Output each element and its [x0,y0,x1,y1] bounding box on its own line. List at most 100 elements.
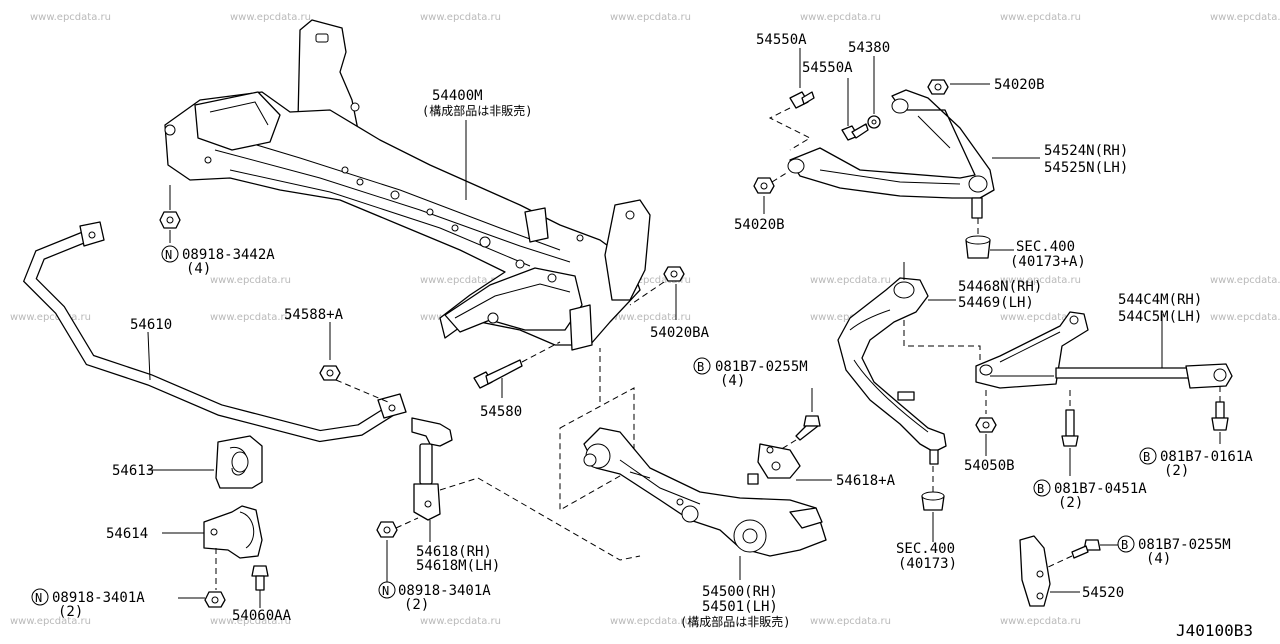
watermark: www.epcdata.ru [800,12,881,23]
suspension-member-54400M [164,19,651,351]
nut-icon [927,79,949,95]
watermark: www.epcdata.ru [610,275,691,286]
label-sec400-bot: SEC.400 [896,541,955,557]
label-54020B-left: 54020B [734,217,785,233]
watermark: www.epcdata.ru [1210,312,1280,323]
bolt-icon [795,415,821,441]
watermark: www.epcdata.ru [810,616,891,627]
ball-joint-boot [965,235,991,259]
label-54380: 54380 [848,40,890,56]
bolt-icon [251,565,269,591]
label-08918-3401A-left-qty: (2) [58,604,83,620]
watermark: www.epcdata.ru [210,312,291,323]
nut-icon [204,591,226,608]
label-54550A-2: 54550A [802,60,853,76]
watermark: www.epcdata.ru [1000,12,1081,23]
watermark: www.epcdata.ru [10,616,91,627]
tension-rod-544C4M [975,311,1233,389]
label-081B7-0451A: 081B7-0451A [1054,481,1147,497]
label-081B7-0255M-bot: 081B7-0255M [1138,537,1231,553]
ball-joint-boot [921,491,945,511]
bolt-icon [1061,409,1079,447]
watermark: www.epcdata.ru [10,312,91,323]
label-54580: 54580 [480,404,522,420]
nut-icon [159,185,181,229]
watermark: www.epcdata.ru [1210,275,1280,286]
watermark: www.epcdata.ru [210,616,291,627]
label-54050B: 54050B [964,458,1015,474]
bolt-symbol: B [697,360,704,374]
label-54500-rh: 54500(RH) [702,584,778,600]
watermark: www.epcdata.ru [420,12,501,23]
label-54588A: 54588+A [284,307,344,323]
bolt-symbol-icon [1117,535,1135,553]
upper-arm-54524N [787,89,995,219]
label-08918-3442A-qty: (4) [186,261,211,277]
nut-icon [663,266,685,282]
bolt-symbol: B [1121,538,1128,552]
label-54468N-rh: 54468N(RH) [958,279,1042,295]
nut-icon [319,365,341,381]
bolt-symbol: B [1037,482,1044,496]
label-081B7-0451A-qty: (2) [1058,495,1083,511]
lower-arm-54500 [583,427,827,557]
label-081B7-0255M-bot-qty: (4) [1146,551,1171,567]
label-544C5M-lh: 544C5M(LH) [1118,309,1202,325]
label-54618M-lh: 54618M(LH) [416,558,500,574]
watermark: www.epcdata.ru [610,312,691,323]
label-544C4M-rh: 544C4M(RH) [1118,292,1202,308]
label-54618A: 54618+A [836,473,896,489]
label-081B7-0161A-qty: (2) [1164,463,1189,479]
label-54524N-rh: 54524N(RH) [1044,143,1128,159]
label-54550A-1: 54550A [756,32,807,48]
label-08918-3401A-mid: 08918-3401A [398,583,491,599]
watermark: www.epcdata.ru [230,12,311,23]
watermark: www.epcdata.ru [610,616,691,627]
stabilizer-link-54618 [411,417,453,521]
label-54501-lh: 54501(LH) [702,599,778,615]
label-081B7-0255M-top-qty: (4) [720,373,745,389]
label-54469-lh: 54469(LH) [958,295,1034,311]
label-54020B-top: 54020B [994,77,1045,93]
watermark: www.epcdata.ru [1000,616,1081,627]
nut-symbol: N [382,584,389,598]
bolt-symbol-icon [1033,479,1051,497]
nut-symbol: N [35,591,42,605]
watermark: www.epcdata.ru [1000,275,1081,286]
label-08918-3401A-left: 08918-3401A [52,590,145,606]
watermark: www.epcdata.ru [420,616,501,627]
label-08918-3401A-mid-qty: (2) [404,597,429,613]
diagram-code: J40100B3 [1176,621,1253,640]
label-081B7-0161A: 081B7-0161A [1160,449,1253,465]
nut-icon [376,521,398,538]
label-54520: 54520 [1082,585,1124,601]
label-54400M-note: (構成部品は非販売) [422,103,532,118]
label-54400M: 54400M [432,88,483,104]
label-54614: 54614 [106,526,148,542]
bolt-symbol-icon [693,357,711,375]
watermark: www.epcdata.ru [420,275,501,286]
bolt-symbol: B [1143,450,1150,464]
label-54500-note: (構成部品は非販売) [680,614,790,629]
nut-icon [975,417,997,433]
label-sec400-top-ref: (40173+A) [1010,254,1086,270]
bracket-54614 [203,505,263,559]
label-08918-3442A: 08918-3442A [182,247,275,263]
watermark: www.epcdata.ru [30,12,111,23]
label-54060AA: 54060AA [232,608,292,624]
watermark: www.epcdata.ru [610,12,691,23]
label-54618-rh: 54618(RH) [416,544,492,560]
label-sec400-top: SEC.400 [1016,239,1075,255]
stabilizer-bar-54610 [22,221,407,443]
watermark: www.epcdata.ru [810,275,891,286]
bolt-icon [789,91,815,109]
bracket-54520 [1019,535,1051,607]
label-sec400-bot-ref: (40173) [898,556,957,572]
bushing-54613 [215,435,263,489]
watermark: www.epcdata.ru [1210,12,1280,23]
nut-symbol: N [165,248,172,262]
bolt-icon [841,123,869,141]
nut-icon [753,177,775,194]
